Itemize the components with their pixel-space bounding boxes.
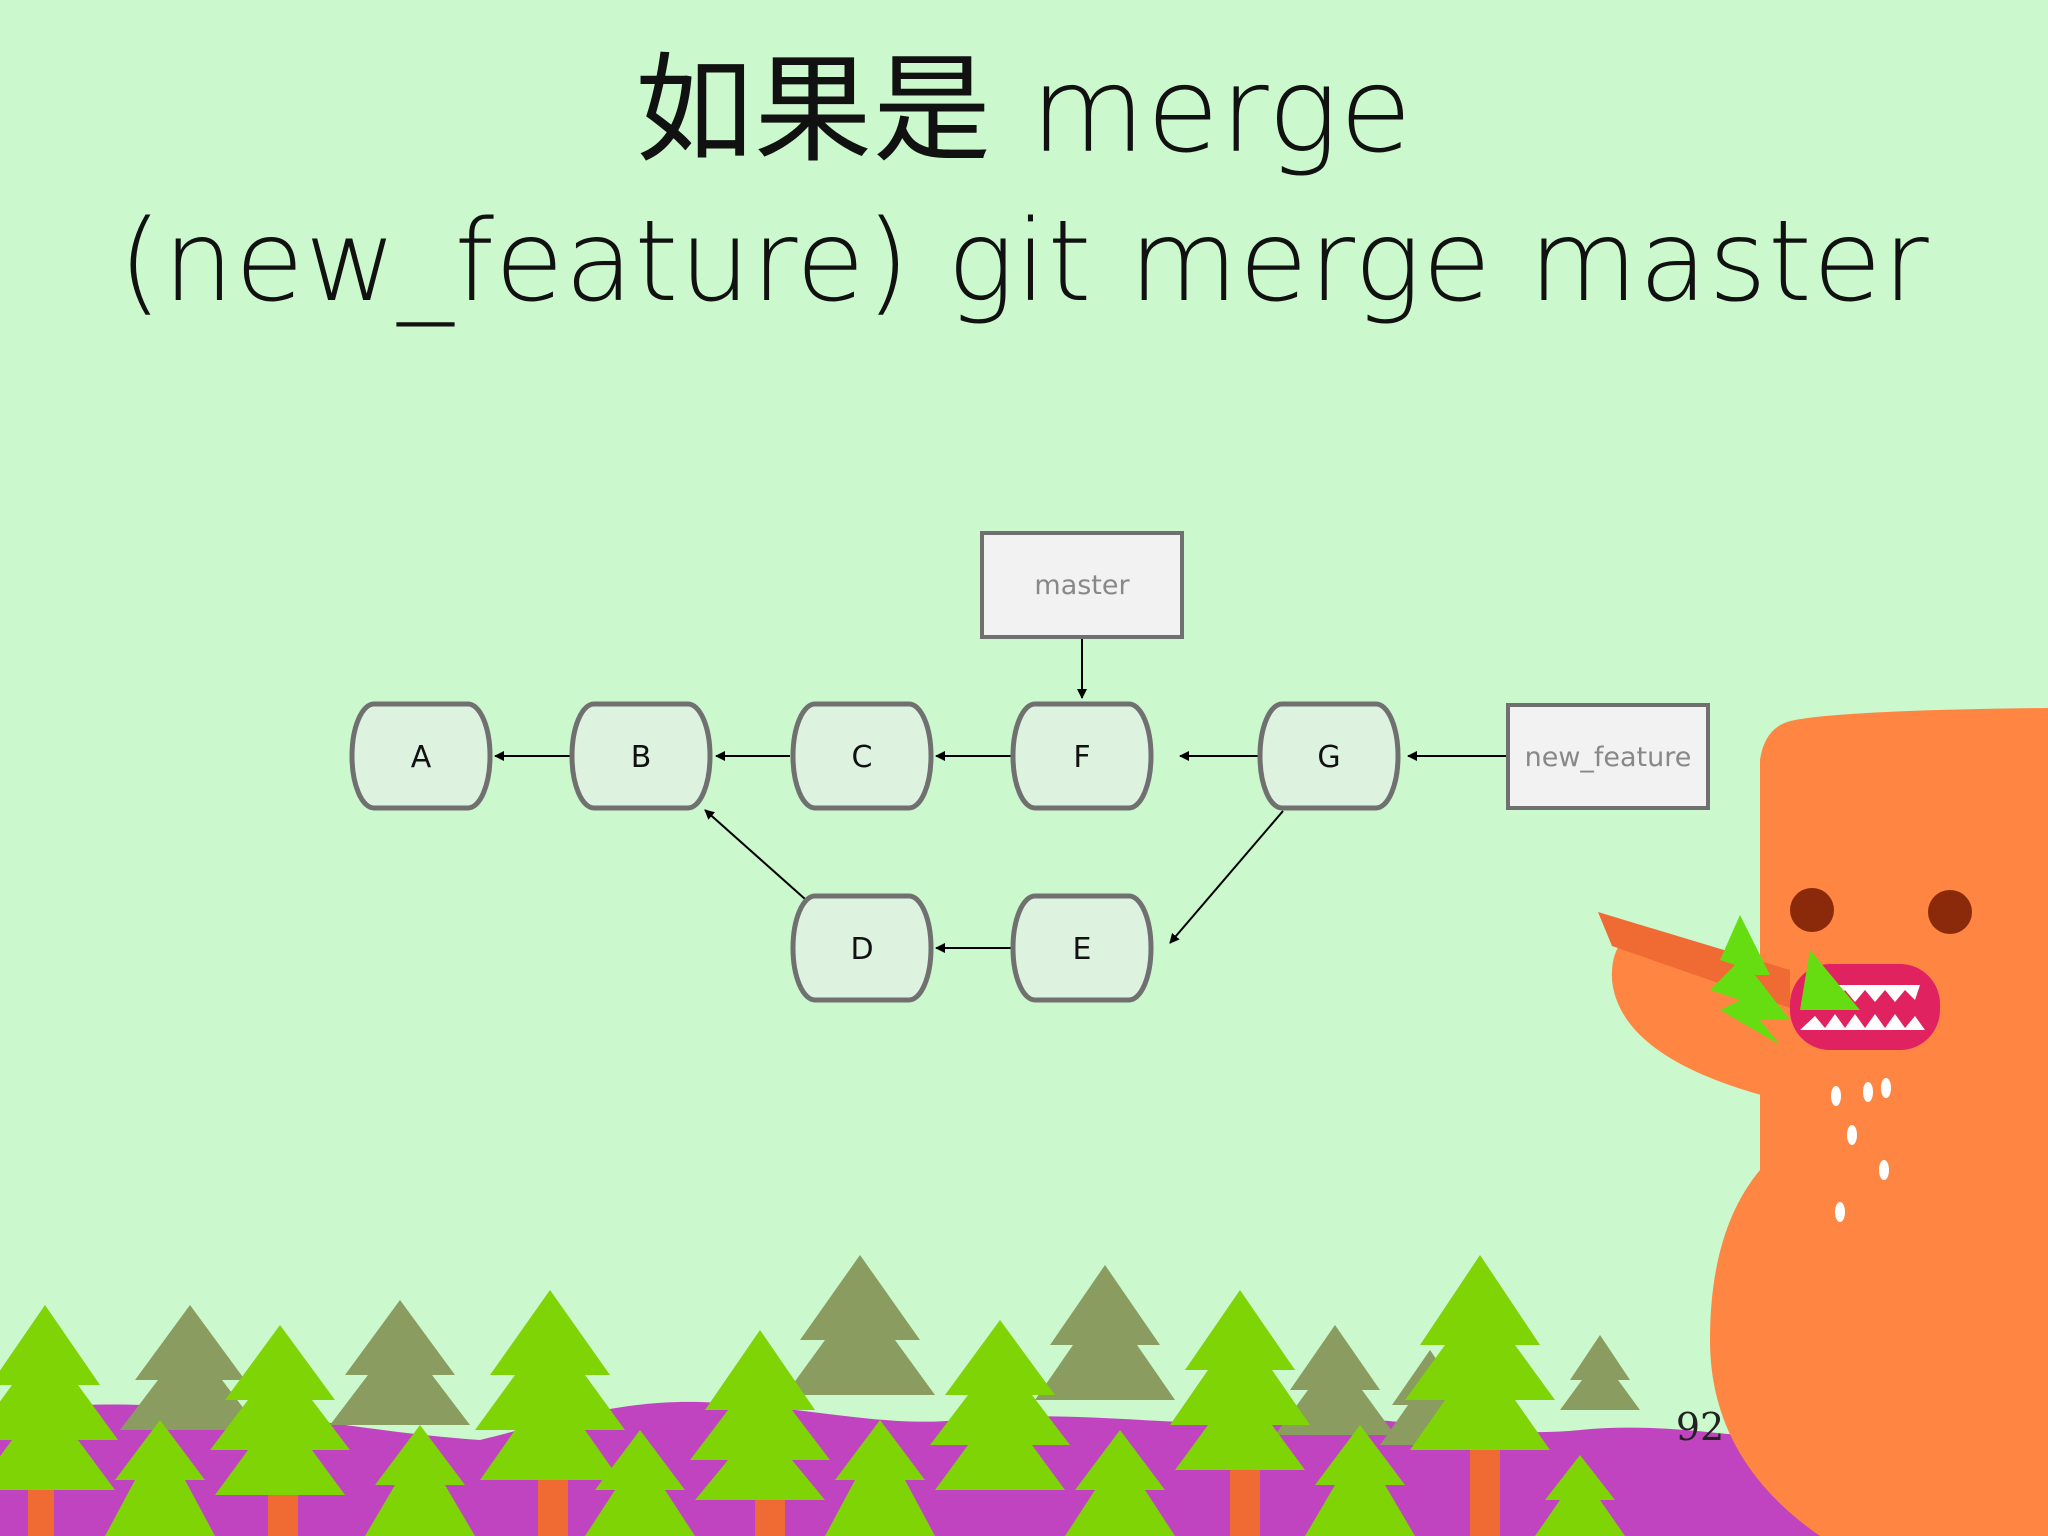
monster-arm — [1611, 930, 1780, 1100]
ref-new-feature: new_feature — [1506, 703, 1710, 810]
page-number: 92 — [1675, 1405, 1725, 1449]
edge-d-to-b — [704, 809, 806, 900]
background-trees — [120, 1255, 1640, 1445]
monster-right-eye — [1928, 890, 1972, 934]
commit-f-label: F — [1073, 740, 1090, 775]
commit-nodes: A B C F G D E — [349, 701, 1401, 1003]
monster-left-eye — [1790, 888, 1834, 932]
commit-g: G — [1257, 701, 1401, 811]
commit-e: E — [1010, 893, 1154, 1003]
commit-d-label: D — [850, 932, 873, 967]
commit-b: B — [569, 701, 713, 811]
ref-master-label: master — [1034, 570, 1130, 601]
monster-illustration — [1598, 708, 2048, 1536]
monster-leaves — [1710, 915, 1860, 1045]
commit-a-label: A — [411, 740, 432, 775]
slide-title-line-2: (new_feature) git merge master — [118, 197, 1930, 327]
commit-d: D — [790, 893, 934, 1003]
commit-edges — [494, 638, 1508, 953]
commit-c-label: C — [852, 740, 873, 775]
edge-g-to-e — [1169, 810, 1284, 944]
ref-new-feature-label: new_feature — [1525, 742, 1692, 773]
foreground-trees — [0, 1255, 1625, 1536]
monster-body — [1710, 708, 2048, 1536]
ref-master: master — [980, 531, 1184, 639]
commit-b-label: B — [631, 740, 652, 775]
monster-drool — [1831, 1078, 1891, 1222]
slide-title-line-1: 如果是 merge — [635, 41, 1413, 179]
commit-f: F — [1010, 701, 1154, 811]
commit-g-label: G — [1317, 740, 1340, 775]
commit-c: C — [790, 701, 934, 811]
commit-a: A — [349, 701, 493, 811]
branch-refs: master new_feature — [980, 531, 1710, 810]
commit-e-label: E — [1073, 932, 1092, 967]
